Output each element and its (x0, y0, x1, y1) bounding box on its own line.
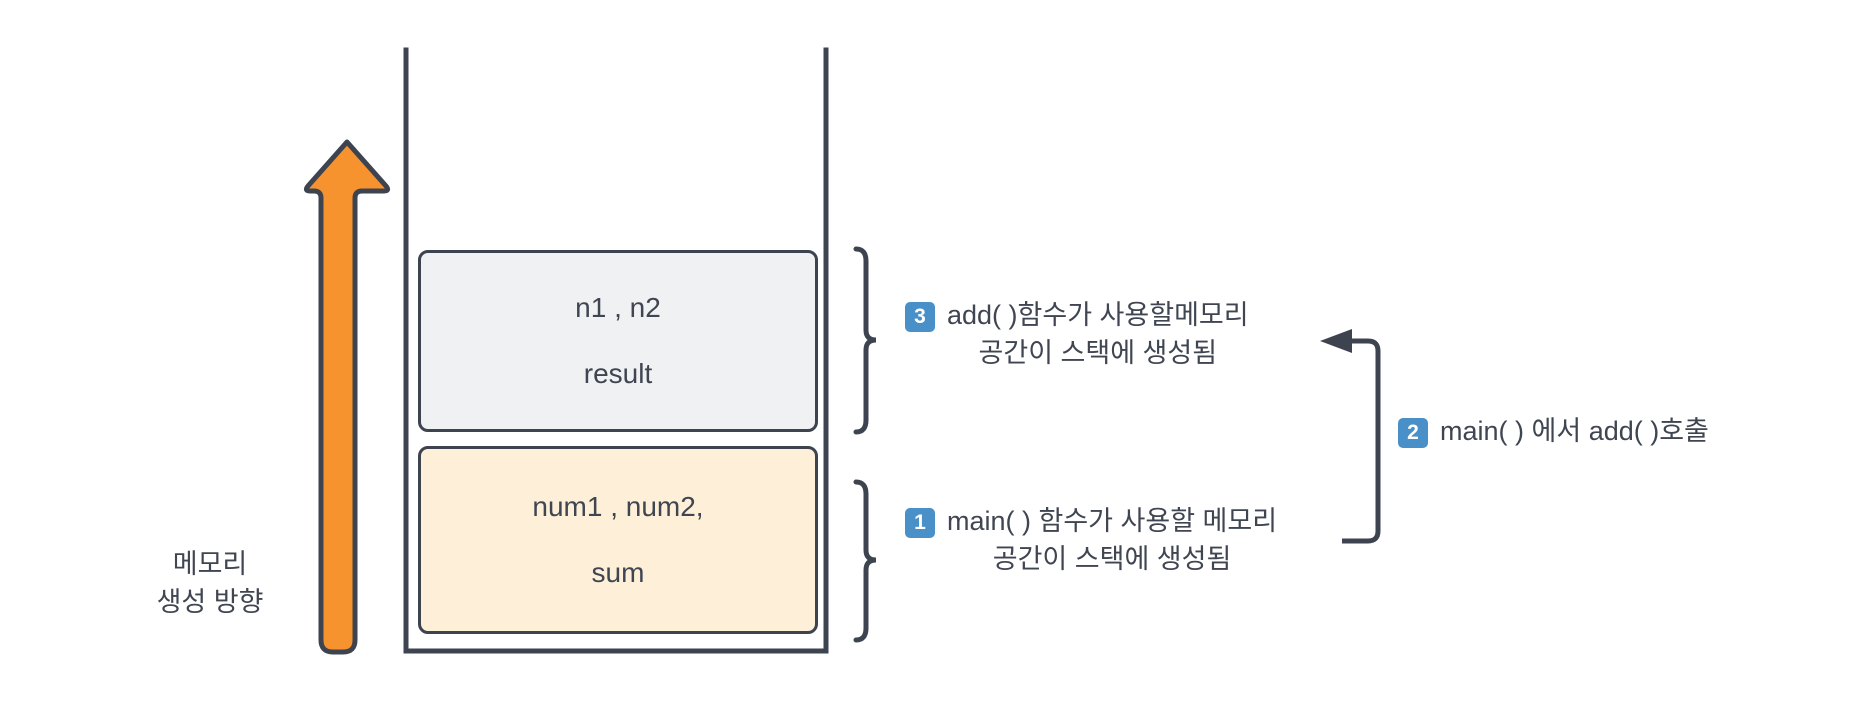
stack-frame-add: n1 , n2 result (418, 250, 818, 432)
annotation-badge-1: 1 (905, 508, 935, 538)
call-connector-arrow (1320, 329, 1381, 544)
stack-frame-main-line-2: sum (591, 557, 645, 588)
brace-add-frame (853, 246, 877, 435)
stack-container-outline (403, 47, 829, 654)
memory-growth-arrow-icon (303, 139, 391, 655)
annotation-main-frame: 1 main( ) 함수가 사용할 메모리 공간이 스택에 생성됨 (905, 502, 1325, 578)
call-connector-arrowhead-icon (1320, 329, 1352, 353)
stack-frame-add-line-2: result (583, 358, 653, 389)
annotation-call: 2 main( ) 에서 add( )호출 (1398, 412, 1828, 450)
stack-frame-add-line-1: n1 , n2 (575, 292, 661, 323)
stack-container-left-and-bottom-wall (403, 47, 829, 654)
annotation-main-frame-text: main( ) 함수가 사용할 메모리 공간이 스택에 생성됨 (947, 506, 1278, 574)
annotation-badge-2: 2 (1398, 418, 1428, 448)
memory-direction-label: 메모리 생성 방향 (156, 549, 264, 617)
stack-frame-main: num1 , num2, sum (418, 446, 818, 634)
brace-main-frame (853, 479, 877, 643)
stack-frame-main-line-1: num1 , num2, (532, 491, 704, 522)
annotation-badge-3: 3 (905, 302, 935, 332)
annotation-add-frame: 3 add( )함수가 사용할메모리 공간이 스택에 생성됨 (905, 296, 1325, 372)
annotation-add-frame-text: add( )함수가 사용할메모리 공간이 스택에 생성됨 (947, 300, 1249, 368)
annotation-call-text: main( ) 에서 add( )호출 (1440, 416, 1709, 446)
